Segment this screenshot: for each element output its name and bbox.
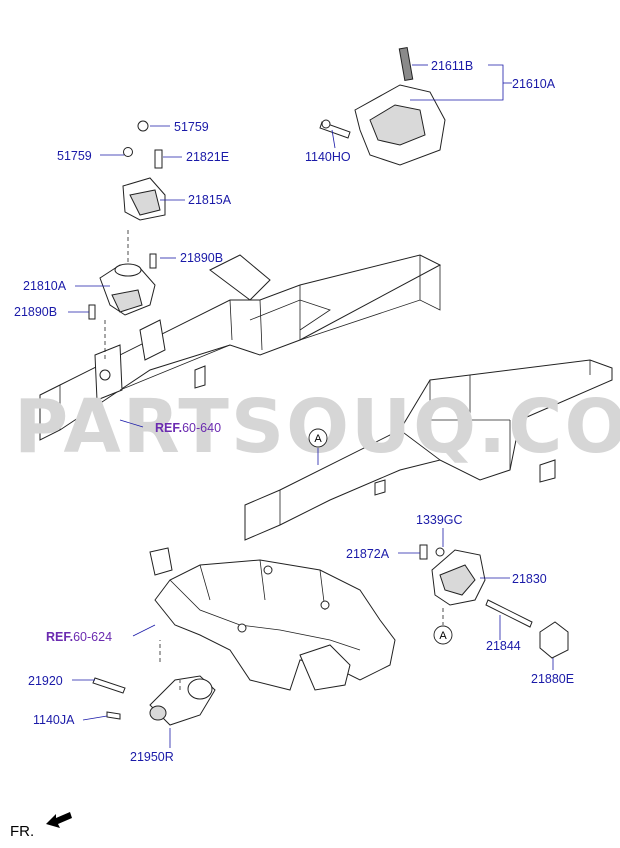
transmission-mount-assembly [419,544,569,659]
front-direction-indicator: FR. [10,812,72,840]
label-21880E[interactable]: 21880E [531,672,574,686]
label-21610A[interactable]: 21610A [512,77,556,91]
label-21821E[interactable]: 21821E [186,150,229,164]
roll-rod-assembly [92,640,216,726]
subframe [149,547,396,691]
label-21611B[interactable]: 21611B [431,59,473,73]
ref-60-640-number: 60-640 [182,421,221,435]
left-mount-assembly [88,120,166,360]
ref-60-640-prefix: REF. [155,421,182,435]
label-21872A[interactable]: 21872A [346,547,390,561]
callout-a-lower[interactable]: A [433,625,453,645]
label-21890B-top[interactable]: 21890B [180,251,223,265]
leader-lines [68,64,554,748]
label-21810A[interactable]: 21810A [23,279,67,293]
label-1339GC[interactable]: 1339GC [416,513,463,527]
label-51759-top[interactable]: 51759 [174,120,209,134]
label-21890B-left[interactable]: 21890B [14,305,57,319]
label-21830[interactable]: 21830 [512,572,547,586]
right-mount-bracket [319,46,446,166]
callout-a-upper[interactable]: A [308,428,328,448]
watermark-text: PARTSOUQ.COM [14,384,620,470]
label-51759-left[interactable]: 51759 [57,149,92,163]
label-21815A[interactable]: 21815A [188,193,232,207]
ref-60-624-number: 60-624 [73,630,112,644]
callout-a-upper-text: A [314,433,322,445]
ref-60-624[interactable]: REF.60-624 [46,630,112,644]
label-1140JA[interactable]: 1140JA [33,713,75,727]
front-arrow-icon [46,812,72,828]
front-label: FR. [10,823,34,840]
callout-a-lower-text: A [439,630,447,642]
lower-frame-rail [244,359,613,541]
ref-60-624-prefix: REF. [46,630,73,644]
label-21950R[interactable]: 21950R [130,750,174,764]
ref-60-640[interactable]: REF.60-640 [155,421,221,435]
upper-frame-rail [39,254,442,441]
label-21920[interactable]: 21920 [28,674,63,688]
label-21844[interactable]: 21844 [486,639,521,653]
label-1140HO[interactable]: 1140HO [305,150,351,164]
